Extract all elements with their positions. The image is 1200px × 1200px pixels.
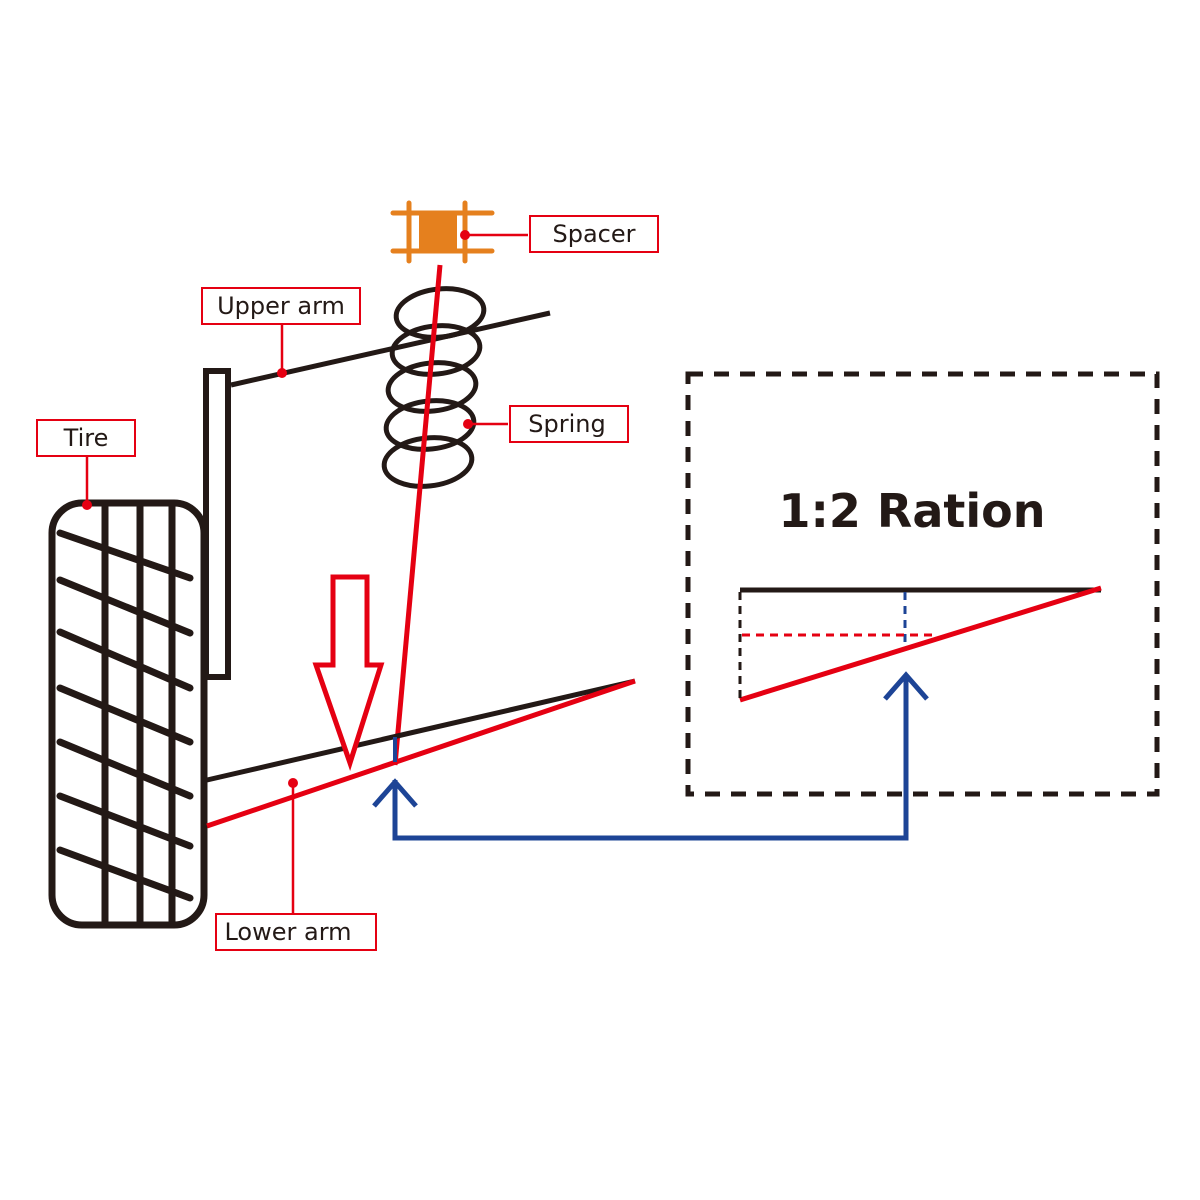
connector-arrowhead-left-icon <box>372 778 418 808</box>
label-spring-text: Spring <box>528 410 605 438</box>
label-spacer-text: Spacer <box>552 220 635 248</box>
label-upper-arm-text: Upper arm <box>217 292 345 320</box>
tire <box>48 499 208 929</box>
callout-leaders <box>85 233 528 933</box>
label-upper-arm: Upper arm <box>201 287 361 325</box>
shock-absorber-line <box>392 264 443 766</box>
label-lower-arm: Lower arm <box>215 913 377 951</box>
label-tire: Tire <box>36 419 136 457</box>
connector-arrow <box>372 671 929 841</box>
callout-dots <box>82 230 473 788</box>
label-lower-arm-text: Lower arm <box>224 918 351 946</box>
ratio-inset-border <box>685 371 1160 797</box>
tire-outline <box>48 499 208 929</box>
label-spring: Spring <box>509 405 629 443</box>
ratio-inset: 1:2 Ration <box>685 371 1160 797</box>
label-spacer: Spacer <box>529 215 659 253</box>
lower-arm-leader <box>216 783 295 933</box>
steering-knuckle <box>203 368 231 680</box>
lower-arm <box>206 678 636 783</box>
lower-arm-lowered <box>206 678 636 829</box>
connector-arrowhead-right-icon <box>883 671 929 701</box>
ratio-title: 1:2 Ration <box>779 484 1046 538</box>
tire-tread <box>56 503 194 925</box>
down-arrow-icon <box>312 574 385 771</box>
label-tire-text: Tire <box>63 424 109 452</box>
ratio-lowered-line <box>739 585 1102 703</box>
spacer <box>390 200 495 264</box>
